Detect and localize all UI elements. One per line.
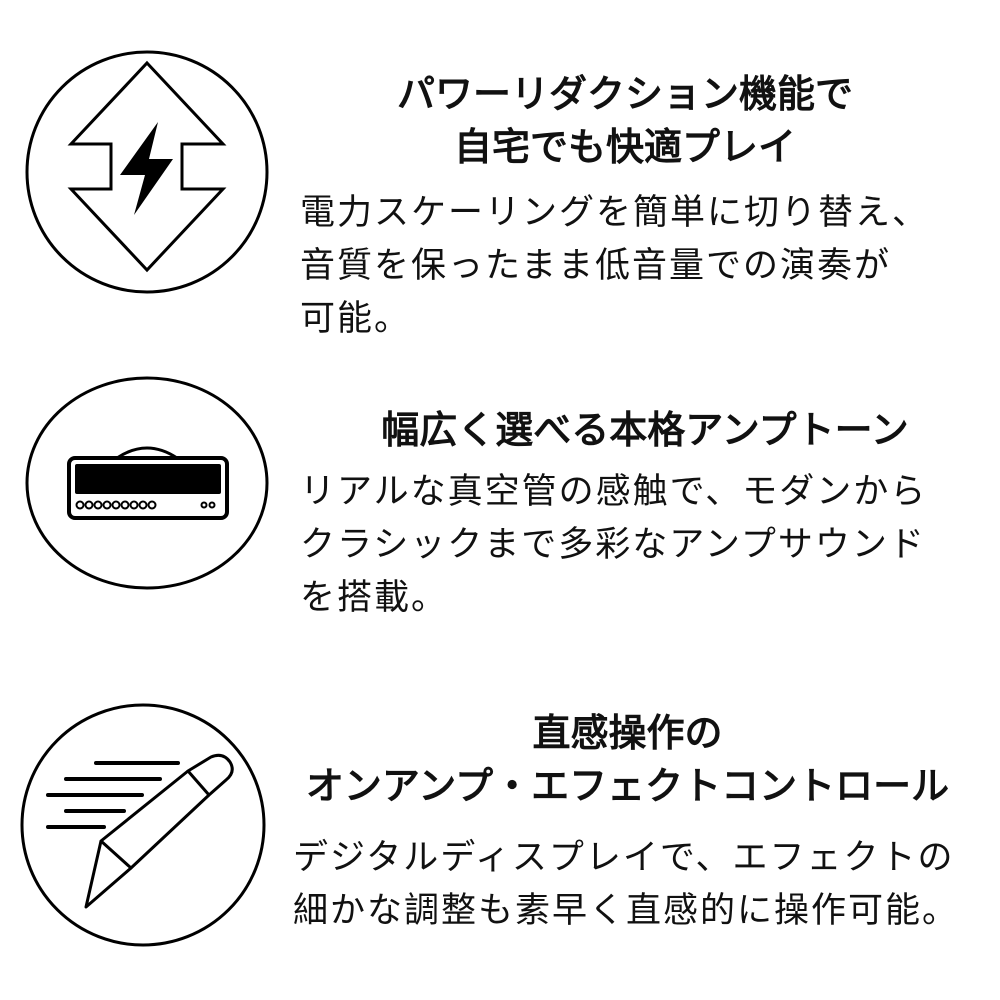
text-line: 細かな調整も素早く直感的に操作可能。 — [293, 891, 960, 931]
amp-head-icon — [25, 376, 269, 590]
feature-description: デジタルディスプレイで、エフェクトの 細かな調整も素早く直感的に操作可能。 — [293, 832, 959, 938]
feature-title: パワーリダクション機能で 自宅でも快適プレイ — [300, 68, 950, 174]
text-line: パワーリダクション機能で — [396, 72, 853, 116]
text-line: 自宅でも快適プレイ — [453, 125, 796, 169]
power-reduction-icon — [25, 50, 269, 294]
text-line: 幅広く選べる本格アンプトーン — [381, 408, 909, 452]
feature-title: 直感操作の オンアンプ・エフェクトコントロール — [270, 707, 985, 813]
feature-title: 幅広く選べる本格アンプトーン — [340, 404, 950, 457]
text-line: デジタルディスプレイで、エフェクトの — [293, 838, 955, 878]
text-line: 音質を保ったまま低音量での演奏が — [300, 246, 891, 286]
feature-description: リアルな真空管の感触で、モダンから クラシックまで多彩なアンプサウンド を搭載。 — [300, 466, 927, 625]
text-line: 電力スケーリングを簡単に切り替え、 — [300, 193, 930, 233]
text-line: オンアンプ・エフェクトコントロール — [305, 764, 950, 808]
text-line: を搭載。 — [300, 578, 449, 618]
text-line: 可能。 — [300, 299, 412, 339]
text-line: クラシックまで多彩なアンプサウンド — [300, 525, 926, 565]
text-line: リアルな真空管の感触で、モダンから — [300, 472, 928, 512]
feature-description: 電力スケーリングを簡単に切り替え、 音質を保ったまま低音量での演奏が 可能。 — [300, 187, 929, 346]
text-line: 直感操作の — [532, 711, 723, 755]
pencil-edit-icon — [20, 703, 266, 947]
